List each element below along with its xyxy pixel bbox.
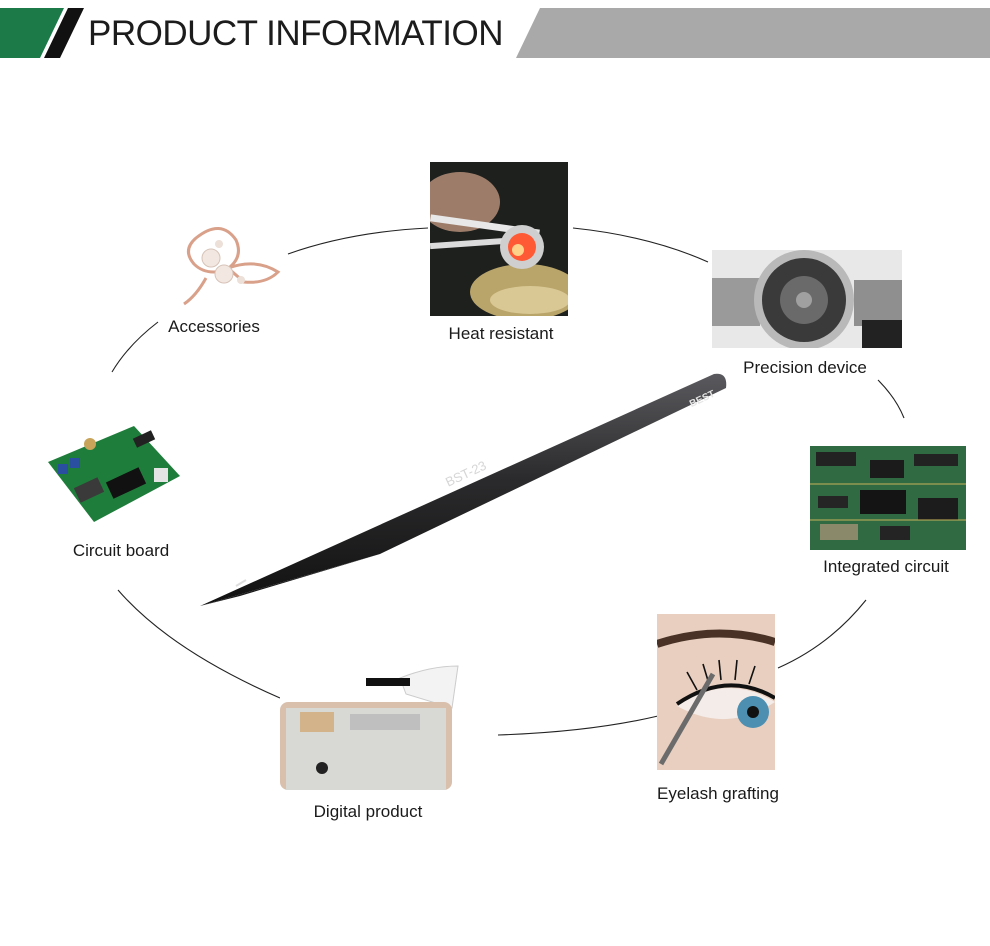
label-precision-device: Precision device: [743, 358, 867, 377]
label-circuit-board: Circuit board: [72, 541, 170, 560]
arc-ic-eyelash: [777, 599, 867, 669]
eye-illustration: [657, 614, 775, 770]
ic-board-illustration: [810, 446, 966, 550]
arc-circuit-accessories: [111, 321, 159, 373]
header-green-block: [0, 8, 64, 58]
arc-accessories-heat: [287, 227, 429, 255]
label-integrated-circuit: Integrated circuit: [823, 557, 949, 576]
arc-digital-circuit: [117, 589, 281, 699]
watch-illustration: [712, 250, 902, 348]
pcb-illustration: [38, 422, 184, 530]
page-title: PRODUCT INFORMATION: [88, 14, 504, 53]
phone-housing-illustration: [280, 664, 460, 790]
label-eyelash-grafting: Eyelash grafting: [657, 784, 779, 803]
tweezer-tip: [200, 554, 380, 606]
header-banner: [0, 0, 990, 62]
tweezer-body: [200, 373, 727, 606]
header-banner-shapes: [0, 8, 990, 58]
label-accessories: Accessories: [168, 317, 260, 336]
precision-device-image: [712, 250, 902, 348]
circuit-board-image: [38, 422, 184, 530]
label-heat-resistant: Heat resistant: [448, 324, 554, 343]
heat-resistant-image: [430, 162, 568, 316]
accessories-image: [166, 218, 284, 312]
header-gray-band: [516, 8, 990, 58]
integrated-circuit-image: [810, 446, 966, 550]
arc-heat-precision: [572, 227, 709, 263]
label-digital-product: Digital product: [313, 802, 423, 821]
eyelash-grafting-image: [657, 614, 775, 770]
arc-precision-ic: [877, 379, 905, 419]
tweezer-image: [180, 360, 740, 620]
tweezer-illustration: [200, 373, 727, 606]
digital-product-image: [280, 664, 460, 790]
brooch-illustration: [183, 227, 281, 306]
heat-coil-illustration: [430, 162, 568, 316]
header-black-stripe: [44, 8, 84, 58]
arc-eyelash-digital: [497, 715, 659, 736]
